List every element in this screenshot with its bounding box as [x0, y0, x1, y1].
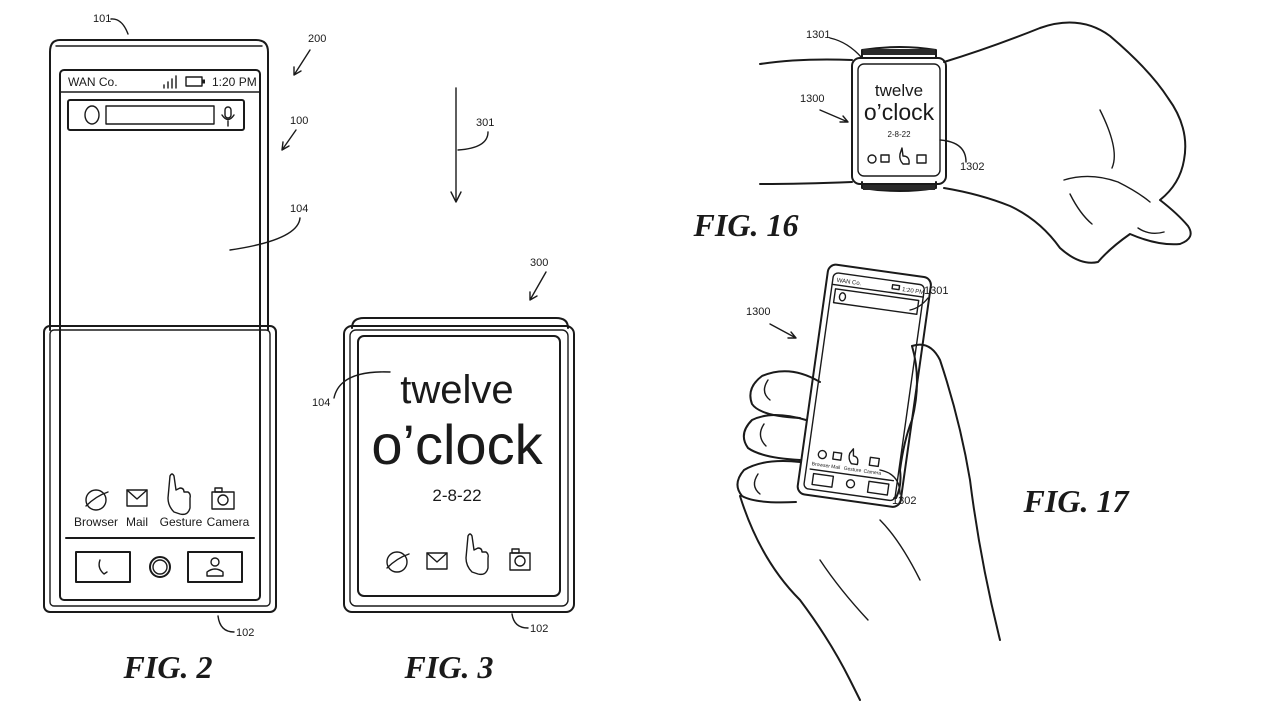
ref-102: 102: [530, 623, 548, 635]
mail-icon[interactable]: [881, 155, 889, 162]
fig3-caption: FIG. 3: [404, 649, 494, 685]
camera-icon[interactable]: [869, 457, 879, 466]
fig2-app-label-gesture: Gesture: [160, 515, 203, 529]
camera-icon[interactable]: [917, 155, 926, 163]
fig16-date: 2-8-22: [887, 130, 911, 139]
battery-icon: [186, 77, 205, 86]
fig2-carrier: WAN Co.: [68, 75, 118, 89]
phone-icon: [99, 560, 107, 574]
ref-101: 101: [93, 13, 111, 25]
ref-104: 104: [290, 203, 308, 215]
ref-1302: 1302: [892, 495, 916, 507]
contact-icon: [207, 558, 223, 576]
fig17-caption: FIG. 17: [1023, 483, 1131, 519]
signal-icon: [164, 76, 176, 88]
camera-icon[interactable]: [212, 488, 234, 509]
fig2-search-input[interactable]: [106, 106, 214, 124]
fig2-search-bar[interactable]: [68, 100, 244, 130]
fig17-app-label-browser: Browser: [811, 461, 830, 470]
gesture-icon[interactable]: [168, 474, 190, 514]
fig16-wrist-device: twelve o’clock 2-8-22: [852, 47, 946, 191]
fig2-time: 1:20 PM: [212, 75, 257, 89]
mail-icon[interactable]: [833, 452, 842, 460]
fig3-date: 2-8-22: [432, 486, 481, 505]
fig16-clock-line2: o’clock: [864, 99, 935, 125]
fig3-clock-line1: twelve: [400, 368, 513, 412]
fig2-app-label-camera: Camera: [207, 515, 250, 529]
mail-icon[interactable]: [427, 553, 447, 569]
home-icon: [153, 560, 167, 574]
fig2-phone: WAN Co. 1:20 PM: [44, 40, 276, 612]
ref-104: 104: [312, 397, 330, 409]
ref-1301: 1301: [806, 29, 830, 41]
ref-200: 200: [308, 33, 326, 45]
fig2-app-label-mail: Mail: [126, 515, 148, 529]
fig17-handheld-device: WAN Co. 1:20 PM Browser Mail Gesture Cam…: [797, 264, 932, 508]
browser-icon[interactable]: [818, 450, 827, 459]
battery-icon: [892, 285, 899, 290]
camera-icon[interactable]: [510, 549, 530, 570]
fig16-caption: FIG. 16: [693, 207, 799, 243]
fig17-home-button[interactable]: [846, 479, 855, 488]
fig2-caption: FIG. 2: [123, 649, 213, 685]
ref-100: 100: [290, 115, 308, 127]
mail-icon[interactable]: [127, 490, 147, 506]
ref-301: 301: [476, 117, 494, 129]
search-icon: [85, 106, 99, 124]
middle-finger: [744, 415, 806, 460]
fig2-phone-button[interactable]: [76, 552, 130, 582]
fig2-app-label-browser: Browser: [74, 515, 118, 529]
microphone-icon[interactable]: [222, 107, 234, 126]
browser-icon[interactable]: [868, 155, 876, 163]
gesture-icon[interactable]: [848, 448, 859, 464]
browser-icon[interactable]: [86, 490, 108, 510]
fig2-contacts-button[interactable]: [188, 552, 242, 582]
fig16-clock-line1: twelve: [875, 81, 923, 100]
fig17-app-label-gesture: Gesture: [843, 466, 862, 474]
ref-102: 102: [236, 627, 254, 639]
fig17-app-label-camera: Camera: [863, 468, 882, 476]
ring-finger: [737, 461, 800, 502]
ref-1300: 1300: [746, 306, 770, 318]
fig17-phone-button[interactable]: [812, 474, 833, 488]
fig16-forearm-and-hand: [760, 23, 1191, 263]
fig17-hand: [737, 345, 1000, 700]
hand-right-edge: [912, 345, 1000, 640]
gesture-icon[interactable]: [900, 148, 909, 164]
search-icon: [839, 292, 846, 301]
thumb: [896, 346, 917, 498]
gesture-icon[interactable]: [466, 534, 488, 574]
fig3-arrow: [451, 88, 461, 202]
fig17-app-label-mail: Mail: [831, 464, 841, 471]
browser-icon[interactable]: [387, 552, 409, 572]
fig17-contacts-button[interactable]: [868, 481, 889, 495]
ref-1301: 1301: [924, 285, 948, 297]
ref-1302: 1302: [960, 161, 984, 173]
ref-1300: 1300: [800, 93, 824, 105]
fig3-clock-line2: o’clock: [371, 413, 543, 476]
fig3-closed-device: twelve o’clock 2-8-22: [344, 318, 574, 612]
ref-300: 300: [530, 257, 548, 269]
hand-left-edge: [740, 496, 860, 700]
